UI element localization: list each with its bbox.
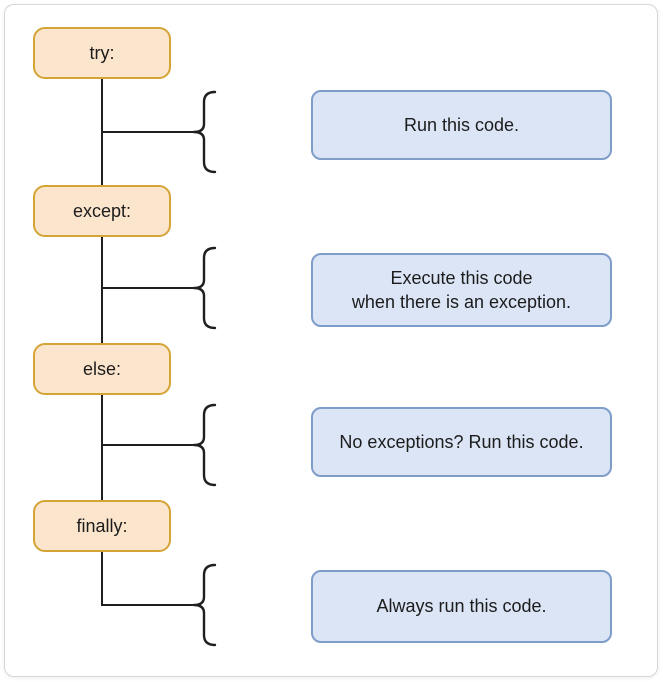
- curly-brace-icon: [193, 246, 217, 330]
- description-box-try: Run this code.: [311, 90, 612, 160]
- keyword-label: except:: [72, 200, 132, 221]
- description-text: Execute this code when there is an excep…: [351, 267, 572, 312]
- description-text: Run this code.: [403, 114, 520, 135]
- trunk-line-segment: [101, 237, 103, 344]
- branch-line: [102, 444, 193, 446]
- keyword-box-except: except:: [33, 185, 171, 237]
- trunk-line-segment: [101, 552, 103, 606]
- description-text: No exceptions? Run this code.: [339, 431, 584, 452]
- keyword-box-else: else:: [33, 343, 171, 395]
- keyword-box-finally: finally:: [33, 500, 171, 552]
- keyword-label: finally:: [76, 515, 128, 536]
- description-box-except: Execute this code when there is an excep…: [311, 253, 612, 327]
- description-box-finally: Always run this code.: [311, 570, 612, 643]
- keyword-box-try: try:: [33, 27, 171, 79]
- description-box-else: No exceptions? Run this code.: [311, 407, 612, 477]
- branch-line: [102, 604, 193, 606]
- branch-line: [102, 287, 193, 289]
- trunk-line-segment: [101, 395, 103, 501]
- curly-brace-icon: [193, 563, 217, 647]
- curly-brace-icon: [193, 403, 217, 487]
- keyword-label: try:: [89, 42, 115, 63]
- branch-line: [102, 131, 193, 133]
- curly-brace-icon: [193, 90, 217, 174]
- keyword-label: else:: [82, 358, 122, 379]
- description-text: Always run this code.: [376, 596, 547, 617]
